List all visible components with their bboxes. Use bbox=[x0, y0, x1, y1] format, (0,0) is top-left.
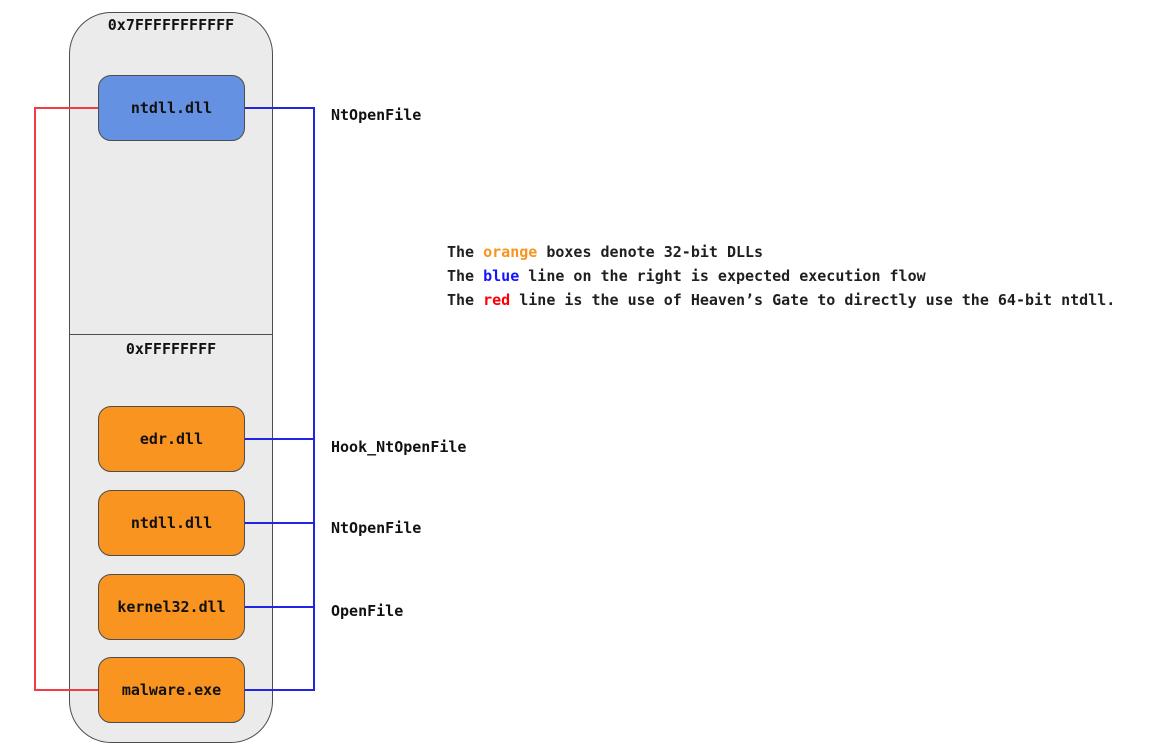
box-ntdll-32bit-label: ntdll.dll bbox=[130, 514, 213, 532]
box-malware-exe: malware.exe bbox=[98, 657, 245, 723]
box-malware-exe-label: malware.exe bbox=[121, 681, 222, 699]
legend-segment: The bbox=[447, 267, 484, 285]
lower-address-label: 0xFFFFFFFF bbox=[125, 340, 217, 358]
legend-line-1: The orange boxes denote 32-bit DLLs bbox=[447, 240, 1115, 264]
heavens-gate-line-bottom-segment bbox=[34, 689, 98, 691]
address-space-divider bbox=[70, 334, 272, 335]
legend-segment: The bbox=[447, 291, 484, 309]
heavens-gate-line-top-segment bbox=[34, 107, 98, 109]
label-ntopenfile-32: NtOpenFile bbox=[331, 519, 422, 537]
execution-flow-connector-malware bbox=[245, 689, 315, 691]
execution-flow-line-vertical-segment bbox=[313, 107, 315, 691]
box-ntdll-32bit: ntdll.dll bbox=[98, 490, 245, 556]
box-ntdll-64bit-label: ntdll.dll bbox=[130, 99, 213, 117]
execution-flow-connector-ntdll64 bbox=[245, 107, 315, 109]
legend-segment: red bbox=[483, 291, 511, 309]
legend-line-2: The blue line on the right is expected e… bbox=[447, 264, 1115, 288]
legend-segment: boxes denote 32-bit DLLs bbox=[537, 243, 764, 261]
legend-segment: line on the right is expected execution … bbox=[519, 267, 926, 285]
box-kernel32-dll-label: kernel32.dll bbox=[117, 598, 226, 616]
legend-segment: The bbox=[447, 243, 484, 261]
upper-address-label: 0x7FFFFFFFFFFF bbox=[107, 16, 235, 34]
label-ntopenfile-64: NtOpenFile bbox=[331, 106, 422, 124]
label-hook-ntopenfile: Hook_NtOpenFile bbox=[331, 438, 467, 456]
execution-flow-connector-ntdll32 bbox=[245, 522, 315, 524]
label-openfile: OpenFile bbox=[331, 602, 404, 620]
box-ntdll-64bit: ntdll.dll bbox=[98, 75, 245, 141]
legend-line-3: The red line is the use of Heaven’s Gate… bbox=[447, 288, 1115, 312]
execution-flow-connector-edr bbox=[245, 438, 315, 440]
legend-segment: line is the use of Heaven’s Gate to dire… bbox=[510, 291, 1116, 309]
heavens-gate-line-vertical-segment bbox=[34, 107, 36, 691]
legend-segment: orange bbox=[483, 243, 538, 261]
execution-flow-connector-kernel32 bbox=[245, 606, 315, 608]
box-edr-dll-label: edr.dll bbox=[139, 430, 204, 448]
legend-segment: blue bbox=[483, 267, 520, 285]
box-edr-dll: edr.dll bbox=[98, 406, 245, 472]
box-kernel32-dll: kernel32.dll bbox=[98, 574, 245, 640]
